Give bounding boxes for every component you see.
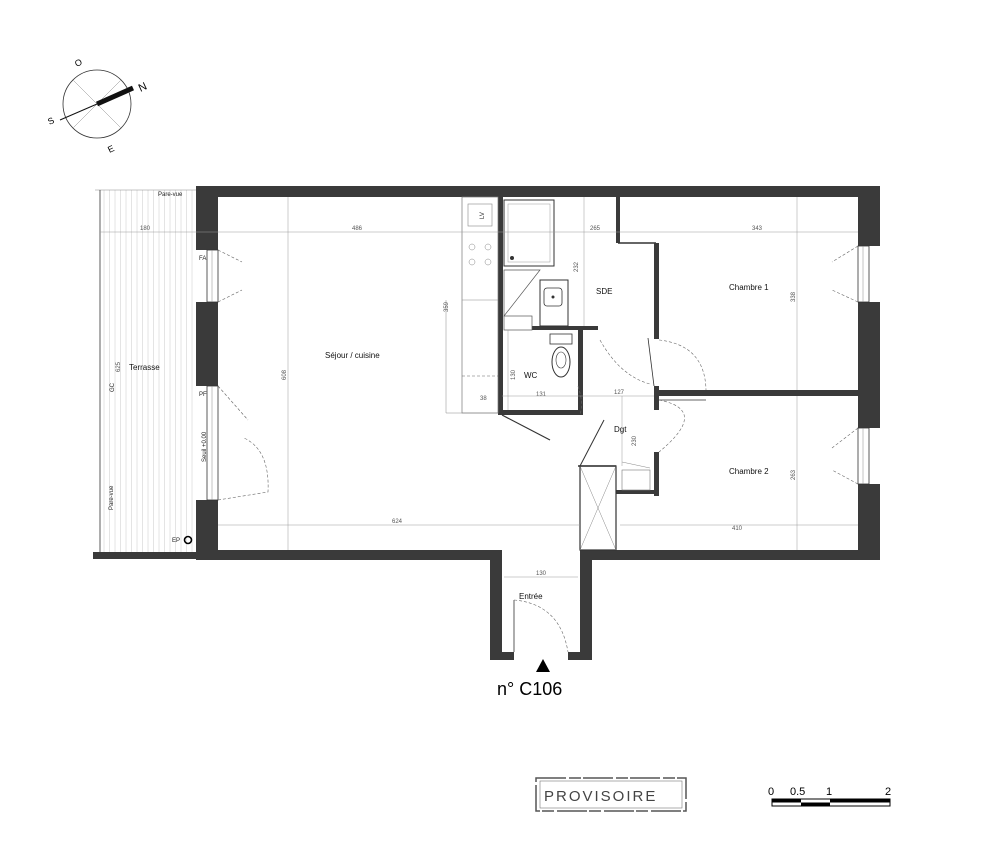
room-label-wc: WC [524, 371, 538, 380]
room-label-dgt: Dgt [614, 425, 627, 434]
dim-terrasse-width: 180 [140, 226, 151, 232]
dim-wc-width: 131 [536, 392, 547, 398]
label-pf: PF [199, 392, 207, 398]
scale-label-1: 1 [826, 786, 832, 798]
interior-walls [498, 197, 858, 551]
dim-sejour-width: 486 [352, 226, 363, 232]
room-label-terrasse: Terrasse [129, 363, 160, 372]
shower-icon [503, 199, 555, 267]
doors [513, 337, 707, 653]
sink-icon [539, 279, 569, 327]
dim-chambre2-height: 263 [791, 469, 797, 480]
windows: FA PF Seuil +0.00 [199, 245, 870, 501]
dim-sejour-height: 608 [282, 369, 288, 380]
wc-fixtures: WC 130 131 [511, 333, 573, 398]
terrace: Terrasse Pare-vue Pare-vue GC 625 180 EP [93, 189, 198, 559]
room-label-chambre1: Chambre 1 [729, 283, 769, 292]
label-seuil: Seuil +0.00 [202, 431, 208, 462]
compass-west: O [73, 57, 84, 69]
room-label-entree: Entrée [519, 592, 543, 601]
dim-chambre1-height: 338 [791, 291, 797, 302]
scale-label-0: 0 [768, 786, 774, 798]
label-gc: GC [110, 382, 116, 392]
dim-chambre2-width: 410 [732, 526, 743, 532]
compass: N O S E [46, 57, 149, 155]
label-pare-vue-top: Pare-vue [158, 192, 183, 198]
dim-entree-width: 130 [536, 571, 547, 577]
dim-kitchen-height: 359 [444, 301, 450, 312]
room-label-sde: SDE [596, 287, 612, 296]
provisional-stamp: PROVISOIRE [535, 777, 687, 812]
dimension-lines [100, 197, 858, 578]
label-pare-vue-left: Pare-vue [109, 485, 115, 510]
dim-wc-height: 130 [511, 369, 517, 380]
dim-dgt-width: 127 [614, 390, 625, 396]
toilet-icon [551, 346, 571, 378]
compass-east: E [106, 143, 116, 155]
entrance-arrow-icon [536, 659, 550, 672]
compass-south: S [46, 115, 56, 127]
kitchen-counter: LV 359 38 [444, 196, 499, 414]
room-label-sejour: Séjour / cuisine [325, 351, 380, 360]
exterior-walls [196, 186, 880, 660]
compass-needle [95, 85, 135, 107]
lot-number: n° C106 [497, 679, 562, 699]
room-label-chambre2: Chambre 2 [729, 467, 769, 476]
label-ep: EP [172, 538, 180, 544]
dim-kitchen-depth: 38 [480, 396, 487, 402]
drain-ep-icon [183, 535, 193, 545]
dim-sejour-bottom-width: 624 [392, 519, 403, 525]
dim-terrasse-height: 625 [116, 361, 122, 372]
stamp-text: PROVISOIRE [544, 788, 657, 805]
label-lv: LV [480, 212, 486, 219]
dim-dgt-height: 230 [632, 435, 638, 446]
scale-bar: 0 0.5 1 2 [768, 786, 891, 807]
scale-label-2: 2 [885, 786, 891, 798]
dim-sde-width: 265 [590, 226, 601, 232]
label-fa: FA [199, 256, 206, 262]
compass-north: N [137, 80, 149, 94]
scale-label-0-5: 0.5 [790, 786, 805, 798]
dim-sde-height: 232 [574, 261, 580, 272]
dim-chambre1-width: 343 [752, 226, 763, 232]
bathroom-fixtures: SDE 265 232 [503, 199, 612, 331]
